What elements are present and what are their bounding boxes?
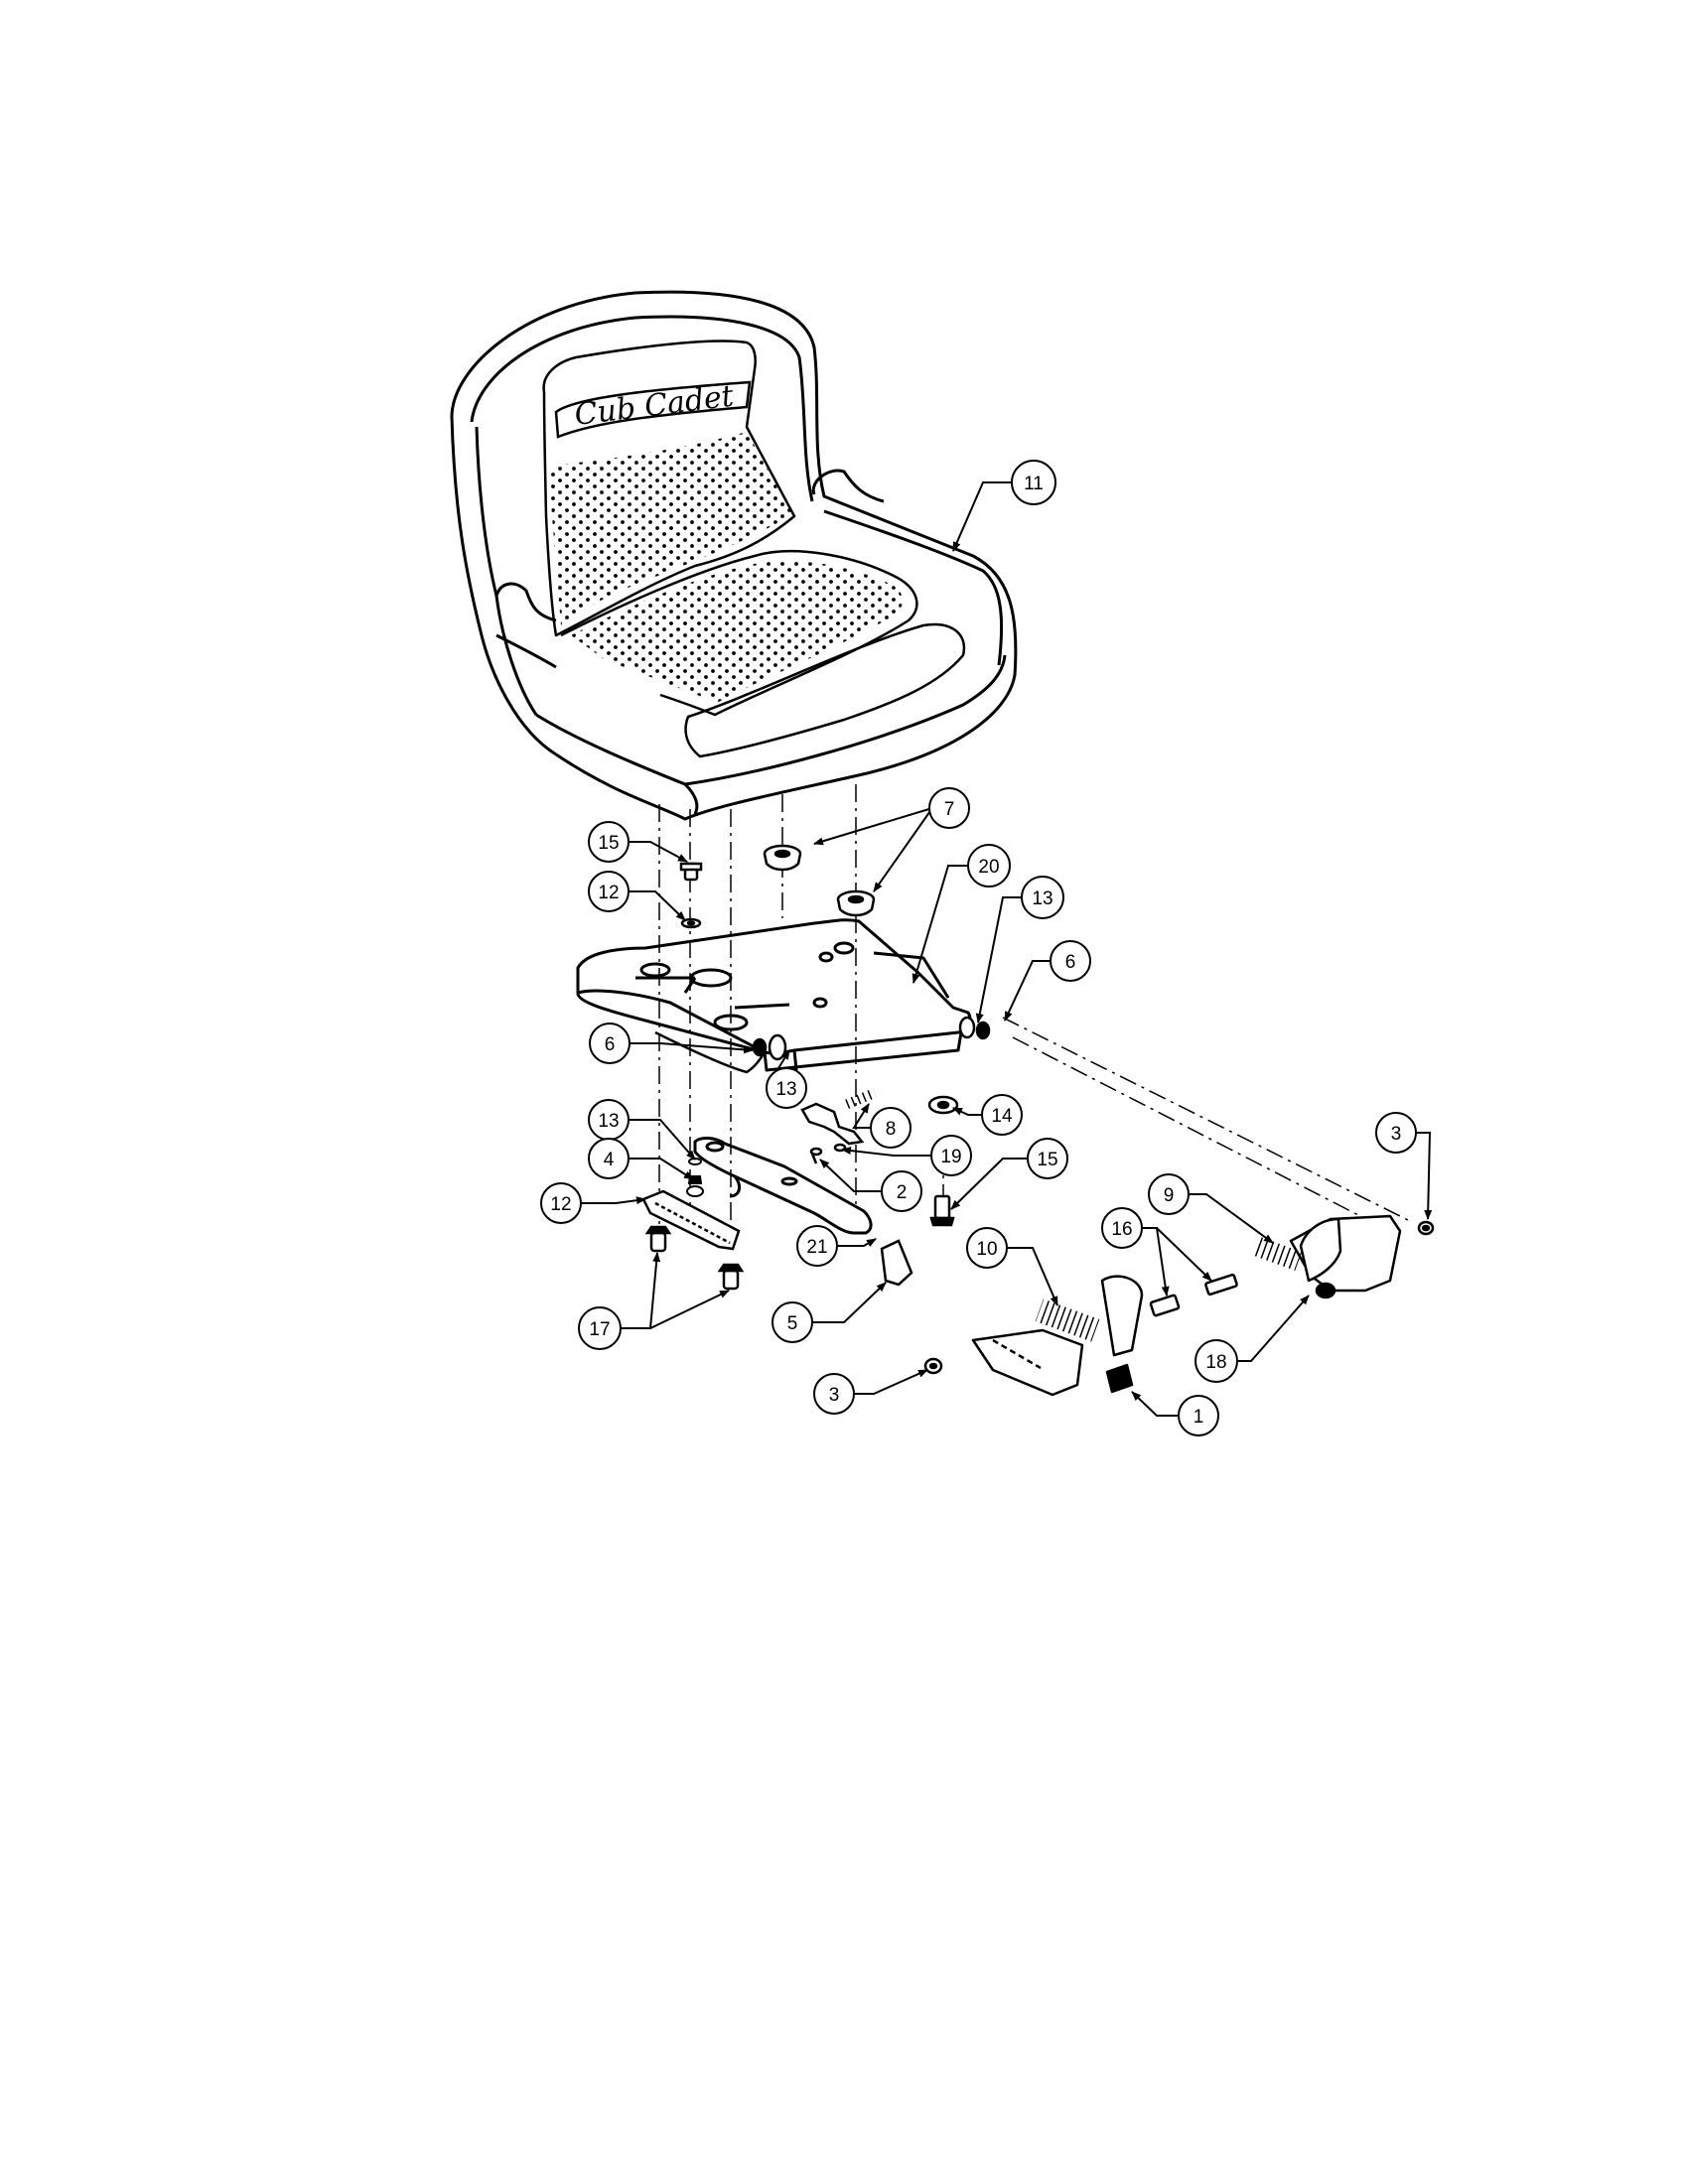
callout-15-lower: 15 (1027, 1138, 1068, 1179)
callout-12-left: 12 (540, 1182, 582, 1224)
carriage-bolts (644, 1225, 745, 1291)
latch-parts (800, 1088, 877, 1164)
callouts: 11 7 20 13 6 15 12 6 13 13 4 12 14 8 19 … (540, 460, 1417, 1436)
callout-2: 2 (881, 1170, 922, 1212)
lower-bracket (641, 1189, 741, 1251)
callout-5: 5 (772, 1301, 813, 1343)
callout-3-right: 3 (1375, 1112, 1417, 1154)
leader-lines (581, 481, 1433, 1417)
svg-text:11: 11 (1024, 474, 1044, 494)
seat-logo-text: Cub Cadet (573, 378, 737, 432)
svg-text:8: 8 (886, 1119, 897, 1140)
seat-perforation (548, 432, 792, 625)
seat (450, 290, 1018, 821)
washer-14 (927, 1095, 959, 1115)
svg-text:15: 15 (1037, 1150, 1057, 1170)
svg-text:16: 16 (1111, 1219, 1132, 1240)
svg-text:5: 5 (787, 1313, 798, 1334)
callout-7: 7 (928, 787, 970, 829)
top-hardware (679, 862, 703, 929)
spring-bracket-lower (923, 1273, 1238, 1397)
svg-text:6: 6 (1065, 952, 1076, 973)
spring-bracket-right (1253, 1214, 1435, 1299)
callout-17: 17 (578, 1306, 622, 1350)
callout-3-lower: 3 (813, 1373, 855, 1415)
svg-text:13: 13 (598, 1111, 619, 1132)
callout-1: 1 (1178, 1395, 1219, 1436)
svg-text:9: 9 (1164, 1185, 1175, 1206)
bolt-15 (929, 1194, 955, 1227)
callout-16: 16 (1101, 1207, 1143, 1249)
svg-text:18: 18 (1205, 1352, 1226, 1373)
callout-14: 14 (981, 1094, 1023, 1136)
svg-text:19: 19 (940, 1147, 961, 1167)
callout-13-mid: 13 (766, 1067, 807, 1109)
svg-text:4: 4 (604, 1150, 615, 1170)
svg-text:21: 21 (806, 1237, 827, 1258)
callout-18: 18 (1194, 1339, 1238, 1383)
seat-pan (576, 918, 972, 1074)
seat-perforation-lower (571, 561, 903, 703)
svg-text:3: 3 (829, 1385, 840, 1406)
svg-text:1: 1 (1193, 1407, 1204, 1428)
callout-21: 21 (796, 1225, 838, 1267)
svg-text:17: 17 (589, 1319, 610, 1340)
svg-text:10: 10 (976, 1239, 997, 1260)
callout-12-top: 12 (588, 871, 630, 912)
side-washers (752, 1016, 991, 1061)
svg-text:13: 13 (1032, 888, 1052, 909)
adjustment-knob (880, 1239, 913, 1287)
callout-15-top: 15 (588, 821, 630, 863)
svg-text:2: 2 (897, 1182, 908, 1203)
callout-10: 10 (966, 1227, 1008, 1269)
svg-text:7: 7 (944, 799, 955, 820)
callout-6-left: 6 (589, 1023, 631, 1064)
svg-text:14: 14 (991, 1106, 1013, 1127)
svg-text:20: 20 (978, 857, 999, 878)
callout-11: 11 (1011, 460, 1056, 505)
svg-text:12: 12 (598, 883, 619, 903)
seat-logo-badge: Cub Cadet (554, 378, 752, 439)
callout-20: 20 (967, 844, 1011, 887)
svg-text:6: 6 (605, 1034, 616, 1055)
callout-8: 8 (870, 1107, 912, 1149)
callout-9: 9 (1148, 1173, 1190, 1215)
rubber-isolators (763, 844, 876, 917)
svg-text:3: 3 (1391, 1124, 1402, 1145)
svg-text:13: 13 (775, 1079, 796, 1100)
callout-19: 19 (930, 1135, 972, 1176)
callout-4: 4 (588, 1138, 630, 1179)
callout-6-top: 6 (1050, 940, 1091, 982)
callout-13-left: 13 (588, 1099, 630, 1141)
callout-13-top: 13 (1021, 876, 1064, 919)
svg-text:12: 12 (550, 1194, 571, 1215)
svg-text:15: 15 (598, 833, 619, 854)
slide-rail (693, 1137, 873, 1235)
